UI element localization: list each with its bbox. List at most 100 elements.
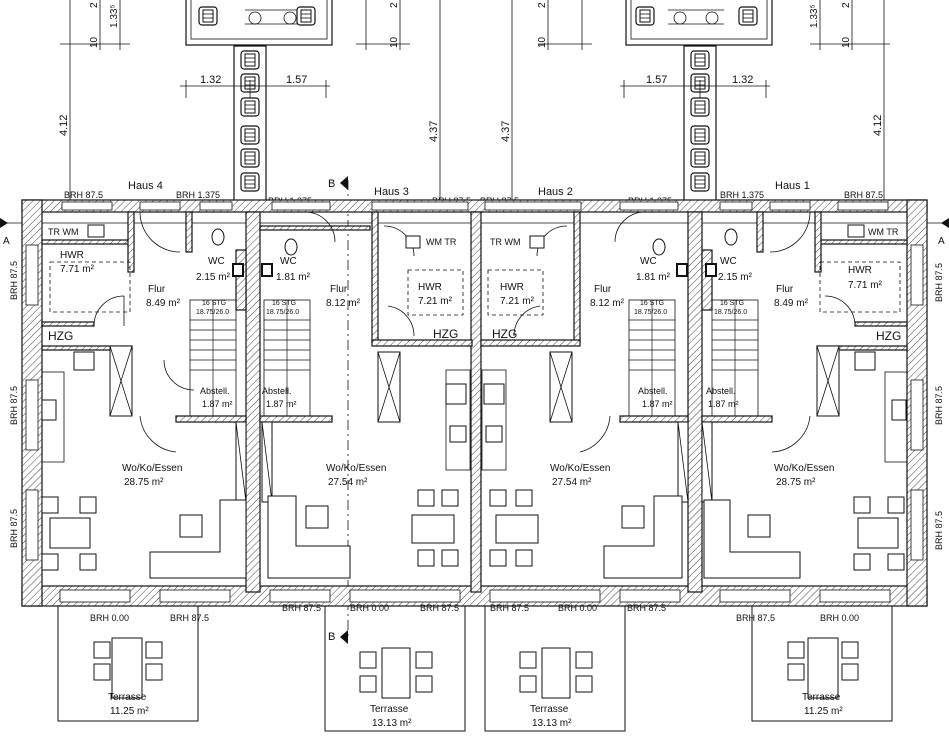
h2-abstell-area: 1.87 m² — [642, 399, 673, 409]
terraces — [57, 605, 893, 732]
brh-bot-9: BRH 87.5 — [736, 613, 775, 623]
dim-4-12-right: 4.12 — [872, 115, 884, 136]
dim-1-32-right: 1.32 — [732, 74, 753, 86]
brh-bot-8: BRH 87.5 — [627, 603, 666, 613]
brh-top-1: BRH 87.5 — [64, 190, 103, 200]
h2-flur: Flur — [594, 284, 612, 295]
h3-abstell-area: 1.87 m² — [266, 399, 297, 409]
h1-abstell: Abstell. — [706, 386, 736, 396]
dim-10-a: 10 — [89, 36, 100, 48]
cut-b-bottom: B — [328, 631, 335, 643]
h4-terrace: Terrasse — [108, 692, 147, 703]
brh-bot-1: BRH 0.00 — [90, 613, 129, 623]
house-4-label: Haus 4 — [128, 180, 163, 192]
dim-10-c: 10 — [537, 36, 548, 48]
h3-living-area: 27.54 m² — [328, 477, 368, 488]
h3-hzg: HZG — [433, 327, 458, 341]
h3-hwr: HWR — [418, 282, 442, 293]
h4-wc: WC — [208, 256, 225, 267]
dashed-boundaries — [49, 261, 901, 316]
stairs — [189, 299, 759, 417]
brh-right-1: BRH 87.5 — [934, 263, 944, 302]
h2-stair: 16 STG — [640, 300, 664, 307]
brh-right-2: BRH 87.5 — [934, 386, 944, 425]
h2-terrace: Terrasse — [530, 704, 569, 715]
h3-stair: 16 STG — [272, 300, 296, 307]
h4-trwm: TR WM — [48, 227, 79, 237]
brh-bot-5: BRH 87.5 — [420, 603, 459, 613]
brh-bot-3: BRH 87.5 — [282, 603, 321, 613]
h2-living-area: 27.54 m² — [552, 477, 592, 488]
brh-top-2: BRH 1.375 — [176, 190, 220, 200]
brh-left-2: BRH 87.5 — [9, 386, 19, 425]
h2-trwm: TR WM — [490, 237, 521, 247]
bin-column-left — [233, 45, 267, 204]
dim-2-d: 2 — [841, 2, 852, 8]
h3-wc: WC — [280, 256, 297, 267]
top-right-structure — [625, 0, 773, 46]
dim-2-a: 2 — [89, 2, 100, 8]
brh-bot-6: BRH 87.5 — [490, 603, 529, 613]
h1-hwr-area: 7.71 m² — [848, 280, 883, 291]
h4-living-area: 28.75 m² — [124, 477, 164, 488]
h2-hwr: HWR — [500, 282, 524, 293]
h3-abstell: Abstell. — [262, 386, 292, 396]
h4-stair: 16 STG — [202, 300, 226, 307]
h1-hwr: HWR — [848, 265, 872, 276]
brh-right-3: BRH 87.5 — [934, 511, 944, 550]
h3-flur: Flur — [330, 284, 348, 295]
h2-hzg: HZG — [492, 327, 517, 341]
brh-bot-10: BRH 0.00 — [820, 613, 859, 623]
h3-terrace-area: 13.13 m² — [372, 718, 412, 729]
house-2-label: Haus 2 — [538, 186, 573, 198]
h1-flur-area: 8.49 m² — [774, 298, 809, 309]
h1-living: Wo/Ko/Essen — [774, 463, 834, 474]
dim-4-37-a: 4.37 — [428, 121, 440, 142]
building-walls — [21, 199, 928, 607]
brh-left-3: BRH 87.5 — [9, 509, 19, 548]
dim-133-b: 1.33⁵ — [809, 4, 820, 28]
dim-1-57-right: 1.57 — [646, 74, 667, 86]
brh-bot-4: BRH 0.00 — [350, 603, 389, 613]
h4-wc-area: 2.15 m² — [196, 272, 231, 283]
h3-wmtr: WM TR — [426, 237, 457, 247]
h3-living: Wo/Ko/Essen — [326, 463, 386, 474]
h4-terrace-area: 11.25 m² — [110, 706, 149, 717]
brh-top-8: BRH 87.5 — [844, 190, 883, 200]
h2-stair-dim: 18.75/26.0 — [634, 309, 667, 316]
h2-wc: WC — [640, 256, 657, 267]
bin-column-right — [683, 45, 717, 204]
dim-4-37-b: 4.37 — [500, 121, 512, 142]
cut-b-top: B — [328, 178, 335, 190]
h1-wc-area: 2.15 m² — [718, 272, 753, 283]
h1-living-area: 28.75 m² — [776, 477, 816, 488]
h2-hwr-area: 7.21 m² — [500, 296, 535, 307]
brh-bot-7: BRH 0.00 — [558, 603, 597, 613]
door-swings — [93, 211, 856, 453]
house-3-label: Haus 3 — [374, 186, 409, 198]
dim-2-b: 2 — [389, 2, 400, 8]
interior-walls — [41, 211, 908, 503]
dim-10-d: 10 — [841, 36, 852, 48]
h4-stair-dim: 18.75/26.0 — [196, 309, 229, 316]
h1-terrace: Terrasse — [802, 692, 841, 703]
h1-wc: WC — [720, 256, 737, 267]
h1-terrace-area: 11.25 m² — [804, 706, 843, 717]
h1-stair-dim: 18.75/26.0 — [714, 309, 747, 316]
h4-flur: Flur — [148, 284, 166, 295]
h4-hzg: HZG — [48, 329, 73, 343]
fixtures — [41, 224, 908, 471]
h2-flur-area: 8.12 m² — [590, 298, 625, 309]
h3-hwr-area: 7.21 m² — [418, 296, 453, 307]
h4-living: Wo/Ko/Essen — [122, 463, 182, 474]
h3-stair-dim: 18.75/26.0 — [266, 309, 299, 316]
dim-4-12-left: 4.12 — [58, 115, 70, 136]
axis-a-right: A — [938, 236, 945, 247]
dim-2-c: 2 — [537, 2, 548, 8]
brh-top-7: BRH 1.375 — [720, 190, 764, 200]
dim-1-32-left: 1.32 — [200, 74, 221, 86]
h4-hwr: HWR — [60, 250, 84, 261]
h4-hwr-area: 7.71 m² — [60, 264, 95, 275]
h2-terrace-area: 13.13 m² — [532, 718, 572, 729]
